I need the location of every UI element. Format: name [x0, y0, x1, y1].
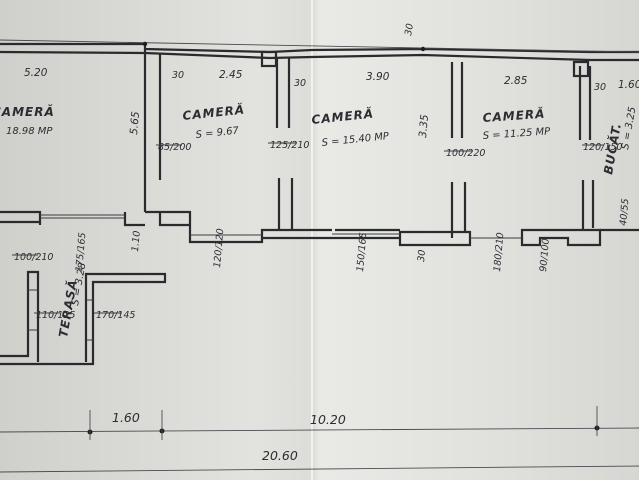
partition-1-2: [143, 49, 162, 212]
partition-4-kitchen: [578, 66, 595, 230]
opening-85-200: 85/200: [158, 142, 191, 153]
dim-wall-30-a: 30: [172, 70, 184, 81]
dim-wall-30-b: 30: [294, 78, 306, 89]
flue-2: [572, 60, 590, 78]
top-wall-outer: [0, 42, 639, 54]
opening-dimensions: 85/200 125/210 100/220 120/150 110/125 1…: [12, 140, 631, 321]
opening-170-145: 170/145: [96, 310, 135, 321]
top-dim-dot-2: [420, 46, 426, 52]
opening-175-165: 175/165: [74, 232, 88, 272]
room-labels: CAMERĂ 18.98 MP CAMERĂ S = 9.67 CAMERĂ S…: [0, 102, 638, 339]
opening-110-125: 110/125: [36, 310, 75, 321]
terrace-walls: [0, 270, 167, 366]
dim-height-5-65: 5.65: [128, 111, 142, 136]
room-3-area: S = 15.40 MP: [321, 131, 390, 149]
dim-top-2-45: 2.45: [219, 69, 243, 81]
terrace-wall-top: [0, 210, 42, 225]
opening-40-55: 40/55: [618, 198, 631, 226]
opening-100-220: 100/220: [446, 148, 485, 159]
dim-wall-30-bottom: 30: [416, 249, 428, 262]
dim-top-5-20: 5.20: [24, 67, 48, 79]
bottom-wall-d: [520, 228, 602, 247]
opening-100-210: 100/210: [14, 252, 53, 263]
bottom-wall-c: [335, 228, 400, 240]
bottom-dim-line-2: [0, 465, 639, 473]
top-wall-inner: [0, 50, 639, 62]
partition-2-3: [275, 58, 294, 230]
room-3-name: CAMERĂ: [311, 106, 375, 127]
room-4-area: S = 11.25 MP: [482, 126, 551, 142]
dim-bottom-10-20: 10.20: [310, 412, 346, 427]
dim-height-3-35: 3.35: [417, 114, 431, 139]
top-dim-line: [0, 39, 639, 53]
room-2-area: S = 9.67: [195, 125, 240, 141]
room-1-area: 18.98 MP: [6, 126, 53, 137]
terrace-corner: [123, 212, 145, 227]
dim-top-3-90: 3.90: [366, 71, 390, 83]
opening-125-210: 125/210: [270, 140, 309, 151]
opening-180-210: 180/210: [492, 232, 506, 272]
dim-total-20-60: 20.60: [262, 448, 298, 463]
partition-3-4: [450, 62, 467, 238]
dim-bottom-1-60: 1.60: [112, 410, 140, 425]
opening-120-150: 120/150: [583, 142, 622, 153]
bottom-dimensions: 1.60 10.20 20.60: [0, 406, 639, 473]
opening-150-165: 150/165: [355, 232, 369, 272]
opening-90-100: 90/100: [538, 238, 552, 272]
dim-wall-30-d: 30: [403, 23, 416, 37]
dim-wall-1-10: 1.10: [130, 230, 143, 252]
opening-fraction-bars: [12, 142, 604, 314]
bottom-wall-a: [145, 210, 332, 244]
room-4-name: CAMERĂ: [482, 106, 546, 125]
vertical-dimensions: 5.65 3.35: [128, 111, 431, 139]
top-dimensions: 5.20 2.45 3.90 2.85 1.60 30 30 30 30: [0, 23, 639, 93]
flue-1: [260, 50, 278, 68]
opening-120-120: 120/120: [212, 228, 226, 268]
dim-wall-30-c: 30: [594, 82, 606, 93]
bottom-wall-b: [262, 230, 472, 247]
room-1-name: CAMERĂ: [0, 104, 55, 119]
top-dim-dot-1: [142, 41, 148, 47]
terrace-window-lines: [28, 289, 93, 341]
window-lines: [40, 214, 522, 239]
bottom-dim-line-1: [0, 427, 639, 433]
dim-top-2-85: 2.85: [504, 75, 528, 87]
dim-top-1-60: 1.60: [618, 79, 639, 91]
room-2-name: CAMERĂ: [182, 102, 246, 123]
kitchen-area: S = 3.25: [620, 106, 638, 151]
